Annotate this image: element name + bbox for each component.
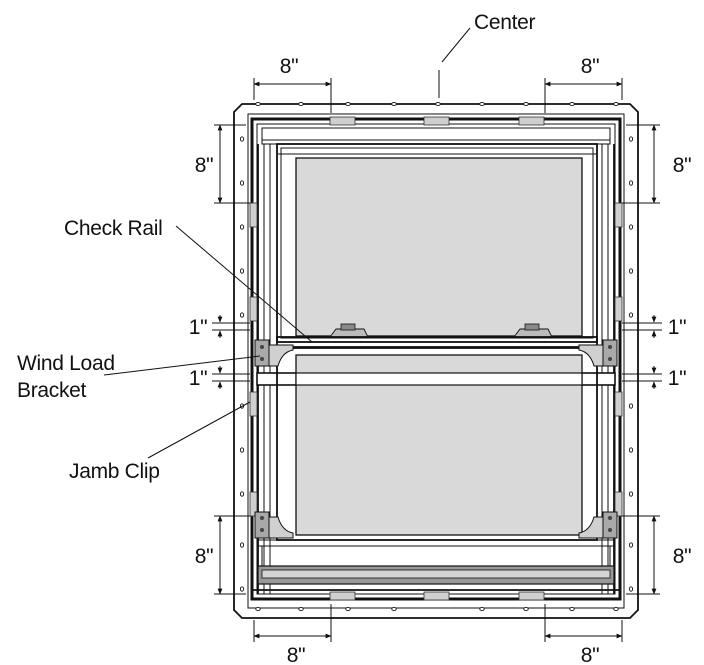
dimension-bottom-right: 8" bbox=[544, 604, 623, 665]
lower-sash bbox=[276, 347, 598, 541]
dimension-top-left: 8" bbox=[253, 55, 332, 113]
callout-wind-load-bracket: Wind Load Bracket bbox=[17, 352, 261, 402]
window-sill bbox=[252, 539, 620, 591]
callout-check-rail: Check Rail bbox=[64, 217, 313, 343]
dimension-label-left-lower: 8" bbox=[195, 545, 214, 568]
dimension-right-check: 1" 1" bbox=[622, 315, 687, 390]
dimension-left-lower: 8" bbox=[195, 515, 250, 595]
dimension-right-upper: 8" bbox=[622, 124, 692, 204]
dimension-label-top-left: 8" bbox=[280, 55, 299, 78]
sash-lock-right bbox=[513, 323, 553, 338]
dimension-label-left-check-lower: 1" bbox=[189, 367, 208, 390]
callout-jamb-clip: Jamb Clip bbox=[69, 401, 251, 483]
dimension-label-right-upper: 8" bbox=[673, 154, 692, 177]
center-mark: Center bbox=[438, 11, 536, 98]
wind-load-bracket-label-line1: Wind Load bbox=[17, 352, 115, 375]
wind-load-bracket-lower-left bbox=[254, 511, 294, 539]
jamb-clip-label: Jamb Clip bbox=[69, 460, 160, 483]
dimension-label-top-right: 8" bbox=[581, 55, 600, 78]
jamb-clips bbox=[249, 116, 623, 601]
upper-sash bbox=[276, 143, 598, 343]
check-rail-label: Check Rail bbox=[64, 217, 163, 240]
wind-load-bracket-upper-right bbox=[578, 339, 618, 367]
upper-glass bbox=[295, 157, 583, 337]
dimension-label-right-check-lower: 1" bbox=[668, 367, 687, 390]
center-label: Center bbox=[474, 11, 536, 34]
dimension-bottom-left: 8" bbox=[253, 604, 332, 665]
dimension-label-left-check-upper: 1" bbox=[189, 316, 208, 339]
dimension-label-bottom-left: 8" bbox=[287, 644, 306, 665]
dimension-label-left-upper: 8" bbox=[195, 154, 214, 177]
dimension-left-check: 1" 1" bbox=[189, 315, 250, 390]
wind-load-bracket-upper-left bbox=[254, 339, 294, 367]
dimension-right-lower: 8" bbox=[622, 515, 692, 595]
dimension-label-bottom-right: 8" bbox=[581, 644, 600, 665]
wind-load-bracket-label-line2: Bracket bbox=[17, 379, 87, 402]
flange-holes bbox=[239, 101, 634, 612]
dimension-left-upper: 8" bbox=[195, 124, 250, 204]
dimension-label-right-lower: 8" bbox=[673, 545, 692, 568]
dimension-top-right: 8" bbox=[544, 55, 623, 113]
dimension-label-right-check-upper: 1" bbox=[668, 316, 687, 339]
wind-load-bracket-lower-right bbox=[578, 511, 618, 539]
nailing-flange bbox=[233, 103, 639, 619]
